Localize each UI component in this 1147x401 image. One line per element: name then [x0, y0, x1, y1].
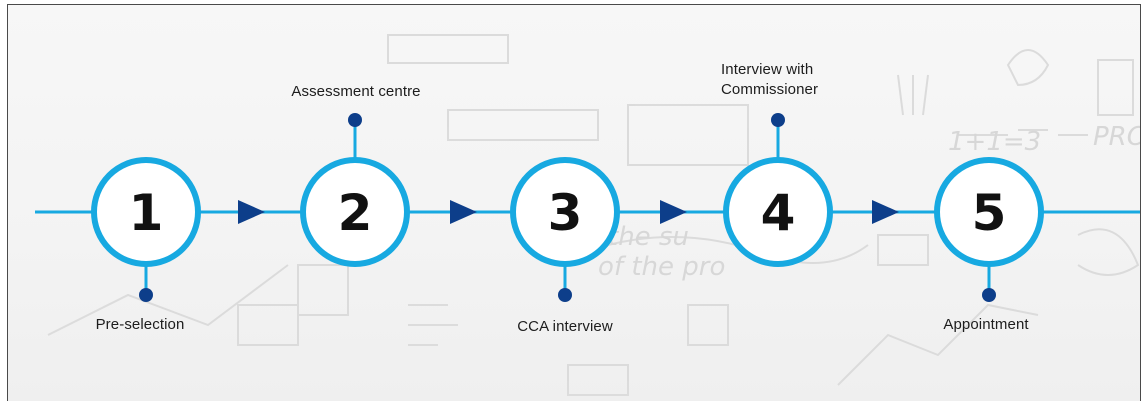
- svg-text:the su: the su: [608, 222, 689, 252]
- connectors: [139, 113, 996, 302]
- background-sketch: the su of the pro 1+1=3 PRO: [47, 34, 1141, 396]
- step-number-4: 4: [761, 184, 796, 242]
- diagram-frame: the su of the pro 1+1=3 PRO: [7, 4, 1141, 401]
- step-circle-3: [510, 157, 620, 267]
- arrow-4-to-5: [872, 200, 899, 224]
- step-label-3: CCA interview: [517, 318, 613, 335]
- svg-text:PRO: PRO: [1093, 122, 1141, 152]
- step-number-2: 2: [338, 184, 373, 242]
- step-label-2: Assessment centre: [291, 83, 421, 100]
- step-circle-4: [723, 157, 833, 267]
- arrows: [238, 200, 899, 224]
- svg-text:of the pro: of the pro: [598, 252, 725, 282]
- step-5: 5: [934, 157, 1044, 267]
- step-label-1: Pre-selection: [95, 316, 185, 333]
- step-number-3: 3: [548, 184, 583, 242]
- dot-5: [982, 288, 996, 302]
- dot-1: [139, 288, 153, 302]
- step-number-1: 1: [129, 184, 164, 242]
- step-3: 3: [510, 157, 620, 267]
- step-1: 1: [91, 157, 201, 267]
- step-label-5: Appointment: [943, 316, 1029, 333]
- arrow-3-to-4: [660, 200, 687, 224]
- step-circle-5: [934, 157, 1044, 267]
- dot-2: [348, 113, 362, 127]
- step-circle-1: [91, 157, 201, 267]
- arrow-1-to-2: [238, 200, 265, 224]
- process-diagram: 1 2 3 4 5: [35, 113, 1140, 302]
- arrow-2-to-3: [450, 200, 477, 224]
- step-number-5: 5: [972, 184, 1007, 242]
- dot-3: [558, 288, 572, 302]
- step-2: 2: [300, 157, 410, 267]
- step-label-4: Interview with Commissioner: [721, 61, 819, 98]
- step-circle-2: [300, 157, 410, 267]
- svg-text:1+1=3: 1+1=3: [948, 127, 1041, 157]
- dot-4: [771, 113, 785, 127]
- step-4: 4: [723, 157, 833, 267]
